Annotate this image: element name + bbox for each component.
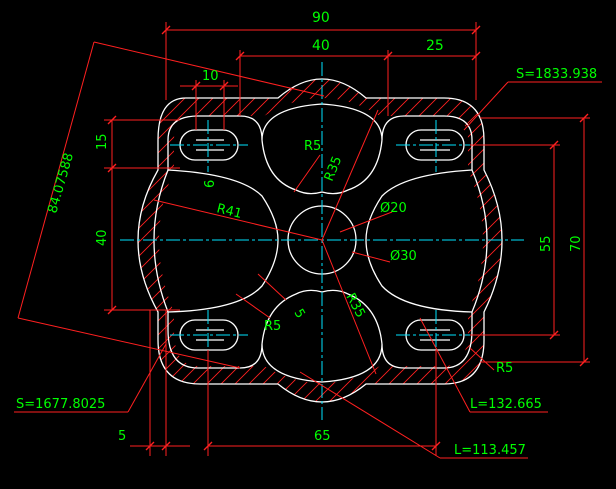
- dim-right-55: 55: [539, 235, 554, 252]
- hatch-line: [138, 79, 158, 402]
- hatch-line: [0, 0, 59, 489]
- dim-diagonal: 84.07588: [45, 151, 77, 215]
- dim-bottom-5: 5: [118, 429, 126, 444]
- radius-r5-bottom-right: R5: [496, 361, 513, 376]
- dim-left-40: 40: [95, 229, 110, 246]
- radius-r41: R41: [215, 201, 243, 222]
- dim-left-15: 15: [95, 133, 110, 150]
- dim-bottom-65: 65: [314, 429, 331, 444]
- spoke-cutout-top: [261, 139, 383, 195]
- dimension-ticks: [107, 25, 589, 451]
- dim-slot-6: 6: [203, 180, 218, 188]
- hatch-line: [0, 0, 3, 489]
- hatch-line: [0, 0, 17, 489]
- hatch-line: [138, 79, 396, 402]
- callout-length-1: L=132.665: [470, 397, 542, 412]
- diameter-phi20: Ø20: [380, 201, 407, 216]
- radius-r5-top: R5: [304, 139, 321, 154]
- dim-overall-width: 90: [312, 10, 330, 26]
- diameter-phi30: Ø30: [390, 249, 417, 264]
- hatch-line: [138, 79, 144, 402]
- callout-length-2: L=113.457: [454, 443, 526, 458]
- dim-top-inner: 40: [312, 38, 330, 54]
- spoke-cutout-right: [365, 169, 473, 313]
- hatch-line: [606, 0, 616, 489]
- callout-area-top: S=1833.938: [516, 67, 597, 82]
- outer-outline: [137, 78, 503, 403]
- dim-top-right: 25: [426, 38, 444, 54]
- callout-area-bottom: S=1677.8025: [16, 397, 105, 412]
- hatch-line: [255, 79, 502, 402]
- dim-right-70: 70: [569, 235, 584, 252]
- hatch-line: [0, 0, 73, 489]
- radius-r5-bottom-left: R5: [264, 319, 281, 334]
- hatch-line: [0, 0, 87, 489]
- hatch-line: [138, 79, 186, 402]
- dim-slot-width: 10: [202, 69, 219, 84]
- dimension-lines: [14, 22, 602, 459]
- hatch-line: [0, 0, 31, 489]
